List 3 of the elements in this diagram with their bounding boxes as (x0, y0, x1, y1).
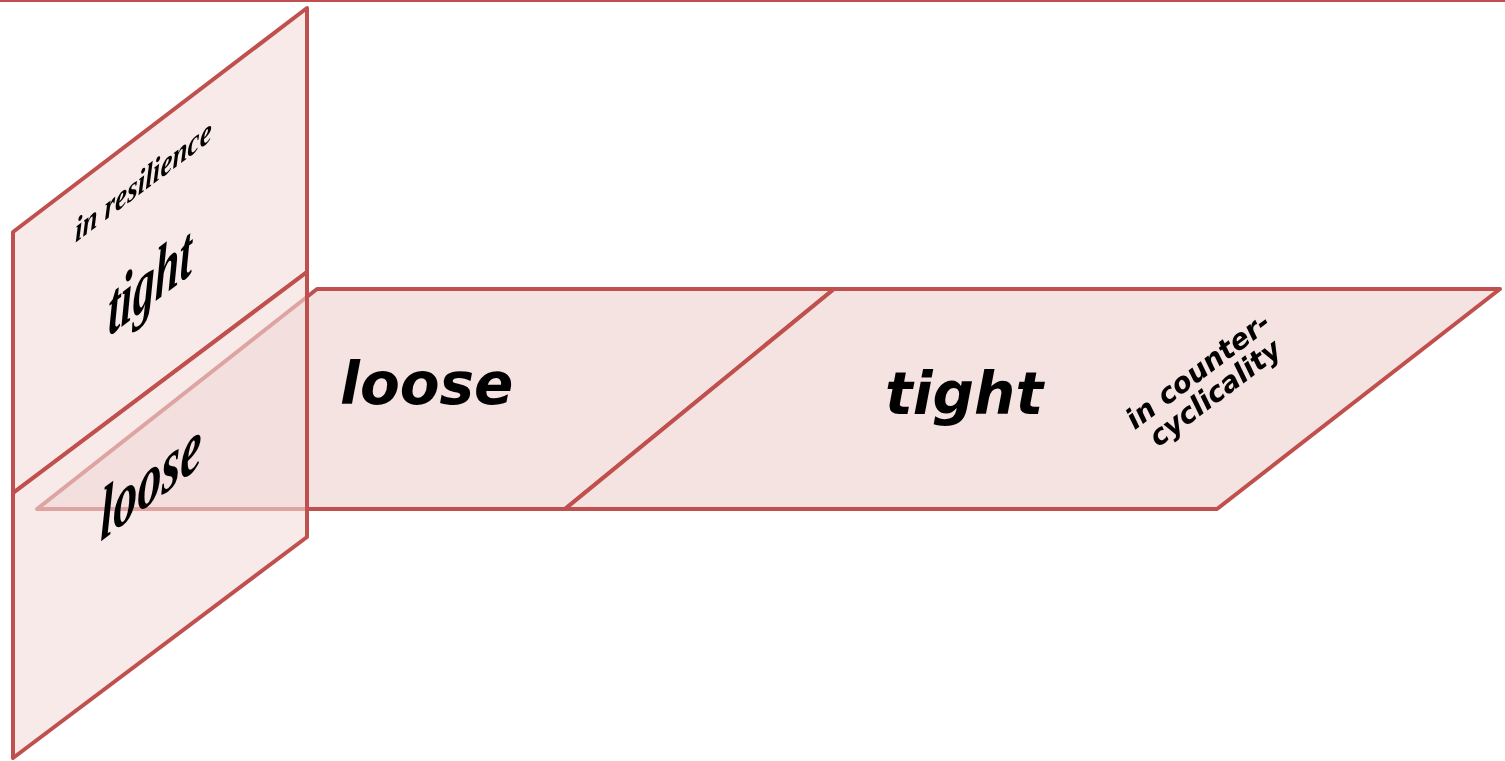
axis-label: tight (108, 211, 192, 349)
axis-label: loose (340, 355, 514, 413)
axis-label: loose (100, 403, 202, 554)
